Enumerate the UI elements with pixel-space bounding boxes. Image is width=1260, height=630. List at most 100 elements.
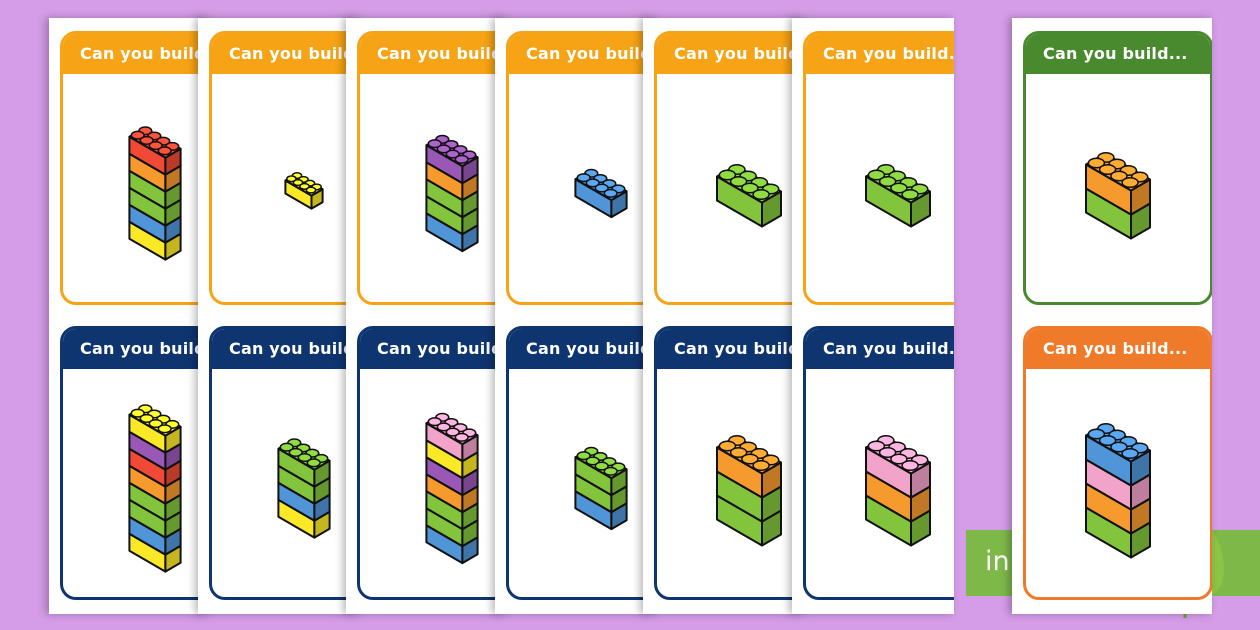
build-card-3: Can you build... — [357, 31, 508, 305]
sheet-4: Can you build...Can you build... — [495, 18, 657, 614]
brick-stud — [436, 422, 451, 432]
stack-group — [425, 134, 479, 253]
brick-yellow — [128, 404, 182, 454]
brick-stack — [1085, 422, 1151, 559]
stack-group — [574, 168, 628, 219]
stack-group — [865, 434, 931, 547]
brick-stud — [741, 182, 759, 194]
card-title: Can you build... — [806, 34, 954, 74]
brick-stud — [130, 130, 145, 140]
brick-stud — [901, 459, 919, 472]
sheet-6: Can you build... Can you build... — [792, 18, 954, 614]
brick-stack — [128, 404, 182, 573]
stack-group — [716, 163, 782, 228]
brick-stud — [454, 432, 469, 442]
brick-stud — [878, 175, 897, 188]
brick-stud — [603, 466, 618, 476]
brick-green — [716, 163, 782, 228]
brick-stud — [148, 419, 163, 429]
brick-stud — [279, 442, 294, 452]
brick-red — [128, 126, 182, 176]
brick-stud — [288, 447, 303, 457]
build-card-9: Can you build... — [209, 326, 360, 600]
build-card-13: Can you build... — [803, 326, 954, 600]
brick-yellow — [284, 172, 324, 210]
brick-stud — [292, 179, 304, 187]
stack-group — [277, 438, 331, 539]
brick-stud — [1087, 428, 1106, 440]
brick-green — [277, 438, 331, 488]
brick-stud — [867, 169, 886, 181]
sheet-3: Can you build... Can you build... — [346, 18, 508, 614]
brick-stud — [576, 451, 591, 461]
brick-stud — [718, 440, 737, 452]
brick-orange — [1085, 151, 1151, 216]
build-card-2: Can you build... — [209, 31, 360, 305]
brick-stud — [1121, 447, 1139, 460]
build-card-10: Can you build... — [357, 326, 508, 600]
brick-stud — [445, 149, 460, 159]
brick-stud — [305, 186, 317, 194]
brick-stud — [585, 456, 600, 466]
brick-stack — [716, 434, 782, 547]
brick-stud — [130, 408, 145, 418]
stack-group — [284, 172, 324, 210]
card-title: Can you build... — [63, 329, 211, 369]
brick-stud — [752, 188, 770, 201]
build-card-4: Can you build... — [506, 31, 657, 305]
brick-stud — [718, 169, 737, 181]
build-card-8: Can you build... — [60, 326, 211, 600]
build-card-7: Can you build... — [1023, 31, 1212, 305]
brick-stud — [594, 461, 609, 471]
brick-stack — [128, 126, 182, 261]
brick-stud — [427, 417, 442, 427]
brick-stud — [139, 413, 154, 423]
card-title: Can you build... — [509, 34, 657, 74]
brick-stud — [157, 424, 172, 434]
build-card-1: Can you build... — [60, 31, 211, 305]
build-card-6: Can you build... — [803, 31, 954, 305]
brick-stud — [867, 440, 886, 452]
brick-stud — [901, 188, 919, 201]
brick-stud — [741, 453, 759, 465]
brick-stud — [1110, 170, 1128, 182]
brick-orange — [716, 434, 782, 499]
brick-stud — [1098, 434, 1117, 447]
brick-stack — [865, 434, 931, 547]
brick-stud — [890, 182, 908, 194]
brick-stud — [427, 139, 442, 149]
sheet-7: Can you build... Can you build... — [1012, 18, 1212, 614]
brick-stack — [425, 412, 479, 565]
brick-stud — [297, 453, 312, 463]
stack-group — [865, 163, 931, 228]
brick-stud — [890, 453, 908, 465]
sheet-2: Can you build... Can you build... — [198, 18, 360, 614]
build-card-14: Can you build... — [1023, 326, 1212, 600]
brick-stud — [878, 446, 897, 459]
sheet-5: Can you build... Can you build... — [643, 18, 805, 614]
brick-stack — [1085, 151, 1151, 240]
brick-stud — [594, 183, 609, 193]
card-title: Can you build... — [360, 34, 508, 74]
card-title: Can you build... — [212, 329, 360, 369]
brick-stack — [277, 438, 331, 539]
stack-group — [574, 446, 628, 531]
stack-group — [716, 434, 782, 547]
brick-green — [574, 446, 628, 497]
card-title: Can you build... — [1026, 34, 1210, 74]
brick-stud — [585, 178, 600, 188]
brick-stud — [286, 175, 297, 183]
brick-stud — [729, 175, 748, 188]
brick-stack — [574, 446, 628, 531]
card-title: Can you build... — [657, 329, 805, 369]
brick-stud — [157, 146, 172, 156]
stack-group — [128, 126, 182, 261]
brick-stud — [148, 141, 163, 151]
brick-stud — [729, 446, 748, 459]
brick-stud — [603, 188, 618, 198]
brick-pink — [425, 412, 479, 463]
card-title: Can you build... — [806, 329, 954, 369]
card-title: Can you build... — [657, 34, 805, 74]
brick-stud — [436, 144, 451, 154]
